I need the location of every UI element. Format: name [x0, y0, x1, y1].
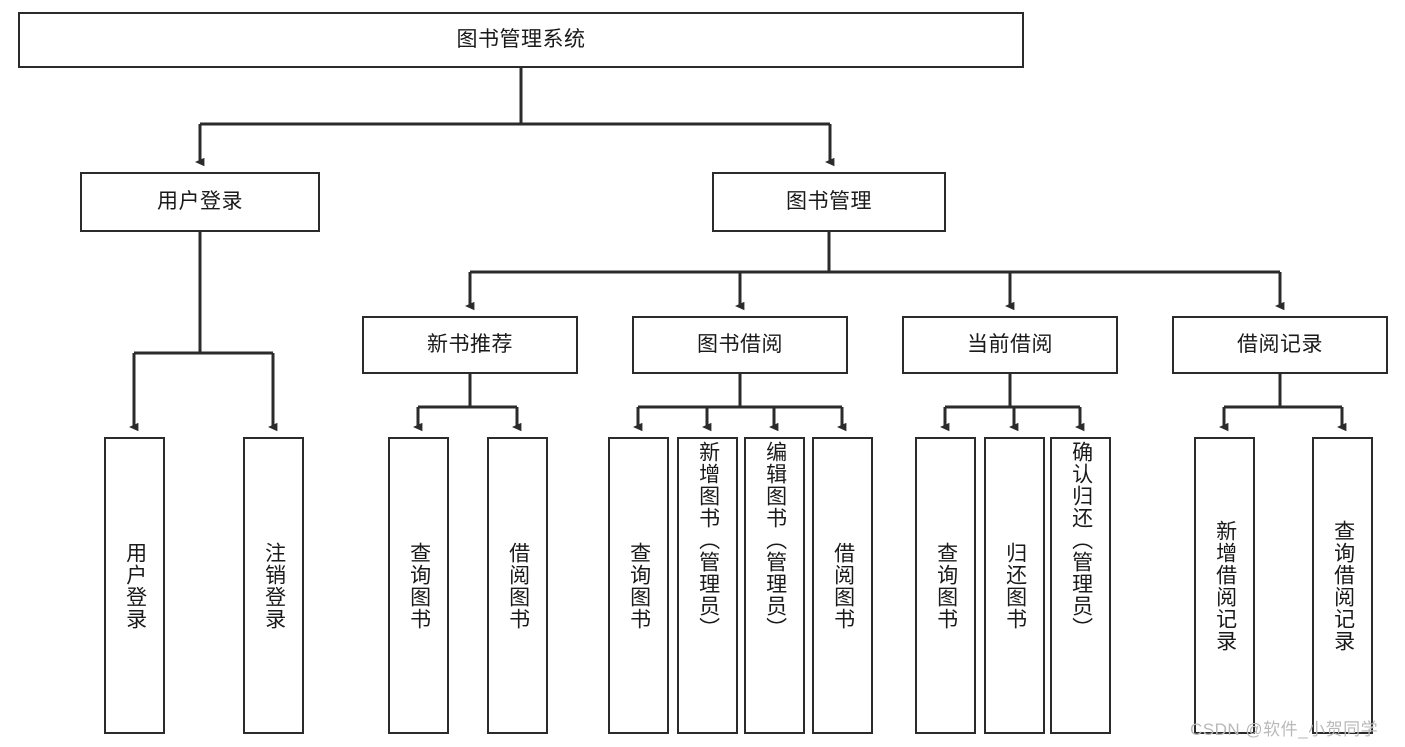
- node-leaf-query-book-recommend[interactable]: 查询图书: [388, 437, 449, 734]
- node-leaf-confirm-return-label: 确认归还（管理员）: [1069, 441, 1093, 639]
- node-root[interactable]: 图书管理系统: [18, 12, 1024, 68]
- node-leaf-query-book-label: 查询图书: [627, 541, 651, 630]
- node-leaf-query-book-recommend-label: 查询图书: [407, 541, 431, 630]
- node-book-borrow[interactable]: 图书借阅: [632, 316, 848, 374]
- node-leaf-add-borrow-record-label: 新增借阅记录: [1213, 519, 1237, 652]
- node-leaf-add-book[interactable]: 新增图书（管理员）: [677, 437, 738, 734]
- node-user-login-label: 用户登录: [157, 190, 243, 214]
- node-book-manage[interactable]: 图书管理: [712, 172, 946, 232]
- node-leaf-borrow-book-recommend[interactable]: 借阅图书: [487, 437, 548, 734]
- node-leaf-query-book[interactable]: 查询图书: [608, 437, 669, 734]
- node-leaf-return-book[interactable]: 归还图书: [984, 437, 1045, 734]
- node-leaf-logout-label: 注销登录: [262, 541, 286, 630]
- node-leaf-borrow-book[interactable]: 借阅图书: [812, 437, 873, 734]
- node-leaf-borrow-book-label: 借阅图书: [831, 541, 855, 630]
- node-current-borrow[interactable]: 当前借阅: [902, 316, 1118, 374]
- node-leaf-edit-book[interactable]: 编辑图书（管理员）: [744, 437, 805, 734]
- node-new-book-recommend[interactable]: 新书推荐: [362, 316, 578, 374]
- node-leaf-add-borrow-record[interactable]: 新增借阅记录: [1194, 437, 1255, 734]
- node-leaf-query-borrow-record-label: 查询借阅记录: [1331, 519, 1355, 652]
- node-leaf-return-book-label: 归还图书: [1003, 541, 1027, 630]
- node-leaf-add-book-label: 新增图书（管理员）: [696, 441, 720, 639]
- node-book-manage-label: 图书管理: [786, 190, 872, 214]
- node-leaf-logout[interactable]: 注销登录: [243, 437, 304, 734]
- node-leaf-user-login[interactable]: 用户登录: [104, 437, 165, 734]
- node-leaf-query-borrow-record[interactable]: 查询借阅记录: [1312, 437, 1373, 734]
- node-leaf-query-book-current-label: 查询图书: [934, 541, 958, 630]
- node-book-borrow-label: 图书借阅: [697, 333, 783, 357]
- node-borrow-record[interactable]: 借阅记录: [1172, 316, 1388, 374]
- node-current-borrow-label: 当前借阅: [967, 333, 1053, 357]
- node-leaf-confirm-return[interactable]: 确认归还（管理员）: [1050, 437, 1111, 734]
- node-user-login[interactable]: 用户登录: [80, 172, 320, 232]
- node-leaf-query-book-current[interactable]: 查询图书: [915, 437, 976, 734]
- node-borrow-record-label: 借阅记录: [1237, 333, 1323, 357]
- node-new-book-recommend-label: 新书推荐: [427, 333, 513, 357]
- node-leaf-user-login-label: 用户登录: [123, 541, 147, 630]
- node-root-label: 图书管理系统: [456, 28, 586, 52]
- node-leaf-borrow-book-recommend-label: 借阅图书: [506, 541, 530, 630]
- node-leaf-edit-book-label: 编辑图书（管理员）: [763, 441, 787, 639]
